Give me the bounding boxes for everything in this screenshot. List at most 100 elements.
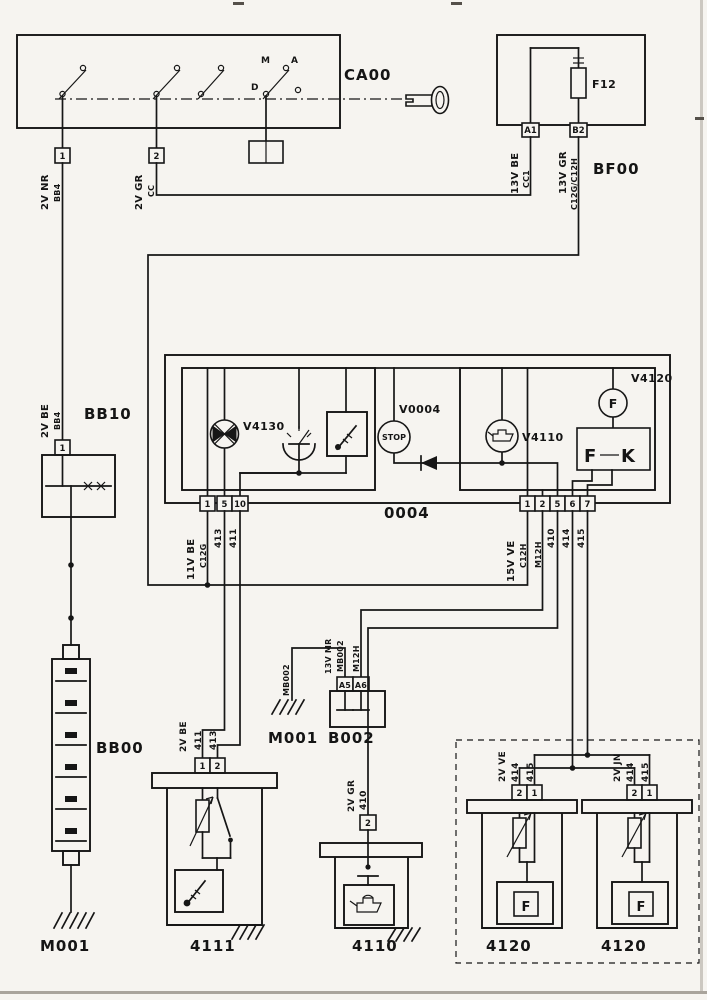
- junction-dot: [569, 765, 576, 771]
- pin-number: A1: [524, 126, 537, 136]
- junction-dot: [296, 470, 302, 476]
- wire-labels: 2V NR BB4 2V GR CC 13V BE CC1 13V GR C12…: [40, 151, 651, 812]
- pin-number: 6: [570, 500, 576, 510]
- wire-label: M12H: [352, 645, 361, 672]
- component-label-bf00: BF00: [593, 160, 640, 178]
- pin-number: 1: [205, 500, 211, 510]
- oil-pressure-lamp-v4110-icon: [485, 419, 519, 453]
- wire-label: 413: [214, 528, 224, 548]
- fuse-box-bf00: F12 A1 B2 BF00: [496, 34, 646, 178]
- pin-number: 1: [525, 500, 531, 510]
- option-dashed-box: [455, 739, 700, 964]
- wire-label: 414: [511, 762, 521, 782]
- temp-sensor-4111: [151, 772, 278, 941]
- pin-number: 1: [60, 152, 66, 162]
- oil-can-icon: [349, 894, 382, 913]
- stop-lamp-text: STOP: [382, 433, 406, 442]
- wire-label: 13V MR: [324, 639, 333, 674]
- switch-contact-icon: [58, 64, 87, 100]
- pin-number: 2: [215, 762, 221, 772]
- switch-contact-icon: [262, 64, 302, 100]
- wire-label: 2V GR: [134, 174, 145, 210]
- component-label-4120-a: 4120: [486, 937, 532, 955]
- wire-label: 411: [229, 528, 239, 548]
- pin-box: [199, 495, 216, 512]
- position-label-a: A: [291, 56, 298, 66]
- fuel-symbol-box: [628, 891, 654, 917]
- fuel-symbol-box: [513, 891, 539, 917]
- wire-label: 415: [577, 528, 587, 548]
- oil-can-icon: [492, 429, 514, 442]
- wire-label: C12G: [199, 544, 208, 568]
- oil-switch-circuit: 2 4110: [319, 510, 559, 955]
- switch-contact-icon: [152, 64, 181, 100]
- wire-label: M12H: [534, 541, 543, 568]
- junction-dot: [584, 752, 591, 758]
- fuel-lamp-v4120-icon: F: [598, 388, 628, 418]
- switch-lever-icon: [216, 796, 232, 838]
- fuel-gauge-f: F: [584, 446, 596, 467]
- pin-number: 5: [555, 500, 561, 510]
- switch-contact-icon: [197, 64, 225, 100]
- fuel-symbol-letter: F: [522, 900, 531, 915]
- component-label-bb10: BB10: [84, 405, 132, 423]
- junction-dot: [68, 562, 74, 568]
- fuel-gauge-k: K: [621, 446, 636, 467]
- oil-pressure-switch-4110: [319, 829, 423, 943]
- diode-icon: [420, 455, 437, 471]
- pin-number: 2: [365, 819, 371, 829]
- junction-dot: [204, 582, 211, 588]
- junction-dot: [499, 460, 505, 466]
- pin-number: 2: [632, 789, 638, 799]
- wire-power-feed: [147, 136, 580, 588]
- wire-label: 2V NR: [40, 174, 51, 210]
- cluster-pin-row-right: 1 2 5 6 7: [519, 495, 596, 512]
- pin-number: B2: [572, 126, 584, 136]
- ground-icon-m001-left: [52, 911, 96, 930]
- wire-label: 410: [547, 528, 557, 548]
- pin-number: 2: [517, 789, 523, 799]
- wire-label: C12H: [519, 544, 528, 569]
- pin-number: A6: [355, 681, 367, 690]
- wire-label: 2V GR: [347, 780, 357, 812]
- wire-label: CC1: [522, 170, 531, 188]
- ground-icon-m001-mid: [270, 698, 306, 716]
- component-label-4111: 4111: [190, 937, 236, 955]
- ground-hatch-icon: [386, 926, 422, 943]
- fuel-symbol-letter: F: [637, 900, 646, 915]
- wire-label: 411: [194, 730, 204, 750]
- position-label-m: M: [261, 56, 270, 66]
- fuel-sender-4120-b: 2 1 F: [581, 784, 693, 929]
- lamp-label-v4130: V4130: [243, 420, 285, 433]
- battery-circuit: 1 BB10 BB00: [40, 162, 144, 955]
- ground-hatch-icon: [230, 923, 266, 941]
- lamp-label-v0004: V0004: [399, 403, 441, 416]
- stop-lamp-v0004-icon: STOP: [377, 420, 411, 454]
- pin-number: 1: [532, 789, 538, 799]
- wire-label: 2V JN: [613, 753, 623, 782]
- component-label-ca00: CA00: [344, 66, 392, 84]
- cluster-pin-row-left: 1 5 10: [199, 495, 249, 512]
- fuel-sender-4120-a: 2 1 F: [466, 784, 578, 929]
- thermometer-icon: [183, 879, 207, 907]
- warning-lamp-v4130-icon: [209, 419, 240, 449]
- lamp-label-v4110: V4110: [522, 431, 564, 444]
- junction-dot: [68, 615, 74, 621]
- wire-cc: [155, 136, 532, 196]
- fuel-gauge-fk-box: F K: [576, 427, 651, 471]
- pin-number: 1: [60, 444, 66, 454]
- fuel-lamp-letter: F: [609, 396, 618, 411]
- component-label-b002: B002: [328, 729, 375, 747]
- component-label-0004: 0004: [384, 504, 430, 522]
- wire-label: 2V VE: [498, 751, 508, 782]
- component-label-4110: 4110: [352, 937, 398, 955]
- component-label-bb00: BB00: [96, 739, 144, 757]
- wire-label: 11V BE: [186, 539, 197, 580]
- pin-number: A5: [339, 681, 351, 690]
- wire-label: 15V VE: [506, 540, 517, 582]
- temp-sensor-circuit: 1 2: [151, 510, 278, 955]
- wire-label: 410: [359, 790, 369, 810]
- junction-unit-bb10: [41, 454, 116, 518]
- position-label-d: D: [251, 83, 258, 93]
